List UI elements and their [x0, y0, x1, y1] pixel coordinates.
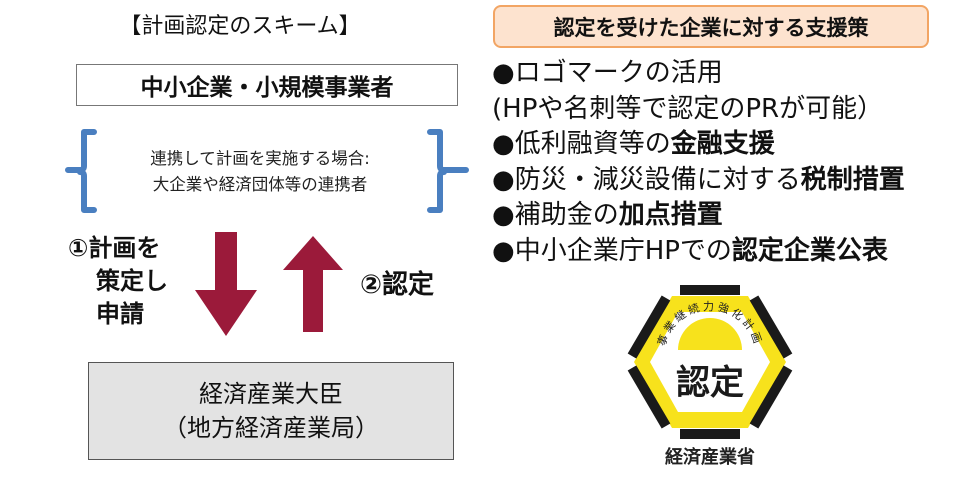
right-brace-icon: [427, 129, 469, 213]
support-item: (HPや名刺等で認定のPRが可能）: [492, 93, 884, 124]
support-header: 認定を受けた企業に対する支援策: [493, 5, 929, 48]
step1-line: 申請: [96, 300, 144, 328]
minister-line: 経済産業大臣: [199, 380, 343, 408]
support-item: ●補助金の加点措置: [492, 200, 723, 230]
left-brace-icon: [65, 129, 97, 213]
partner-line: 大企業や経済団体等の連携者: [152, 175, 368, 194]
support-item: ●ロゴマークの活用: [492, 58, 723, 88]
bullet-icon: ●: [492, 200, 515, 230]
applicant-label: 中小企業・小規模事業者: [140, 75, 394, 101]
logo-sun-icon: [678, 318, 742, 350]
logo-hexagon-border: [627, 285, 793, 439]
up-arrow-icon: [283, 236, 343, 332]
support-list: ●ロゴマークの活用 (HPや名刺等で認定のPRが可能） ●低利融資等の金融支援 …: [492, 56, 905, 269]
support-item: ●防災・減災設備に対する税制措置: [492, 164, 905, 195]
minister-box: 経済産業大臣 （地方経済産業局）: [88, 362, 454, 460]
flow-arrows: [195, 232, 343, 336]
applicant-box: 中小企業・小規模事業者: [76, 64, 458, 106]
step1-line: ①計画を: [68, 234, 161, 262]
step1-line: 策定し: [96, 267, 168, 295]
partner-line: 連携して計画を実施する場合:: [150, 149, 370, 168]
bullet-icon: ●: [492, 129, 515, 159]
partner-description: 連携して計画を実施する場合: 大企業や経済団体等の連携者: [100, 146, 420, 198]
step1-label: ①計画を 策定し 申請: [68, 232, 168, 331]
support-item: ●中小企業庁HPでの認定企業公表: [492, 235, 888, 266]
down-arrow-icon: [195, 232, 257, 336]
minister-line: （地方経済産業局）: [163, 414, 379, 442]
logo-center-text: 認定: [676, 363, 744, 403]
certification-logo: 事業継続力強化計画 認定: [627, 285, 793, 439]
bullet-icon: ●: [492, 235, 515, 266]
bullet-icon: ●: [492, 58, 515, 88]
bullet-icon: ●: [492, 164, 515, 195]
step2-label: ②認定: [360, 270, 435, 300]
scheme-title: 【計画認定のスキーム】: [119, 14, 361, 39]
support-item: ●低利融資等の金融支援: [492, 129, 775, 159]
logo-caption: 経済産業省: [665, 447, 755, 468]
